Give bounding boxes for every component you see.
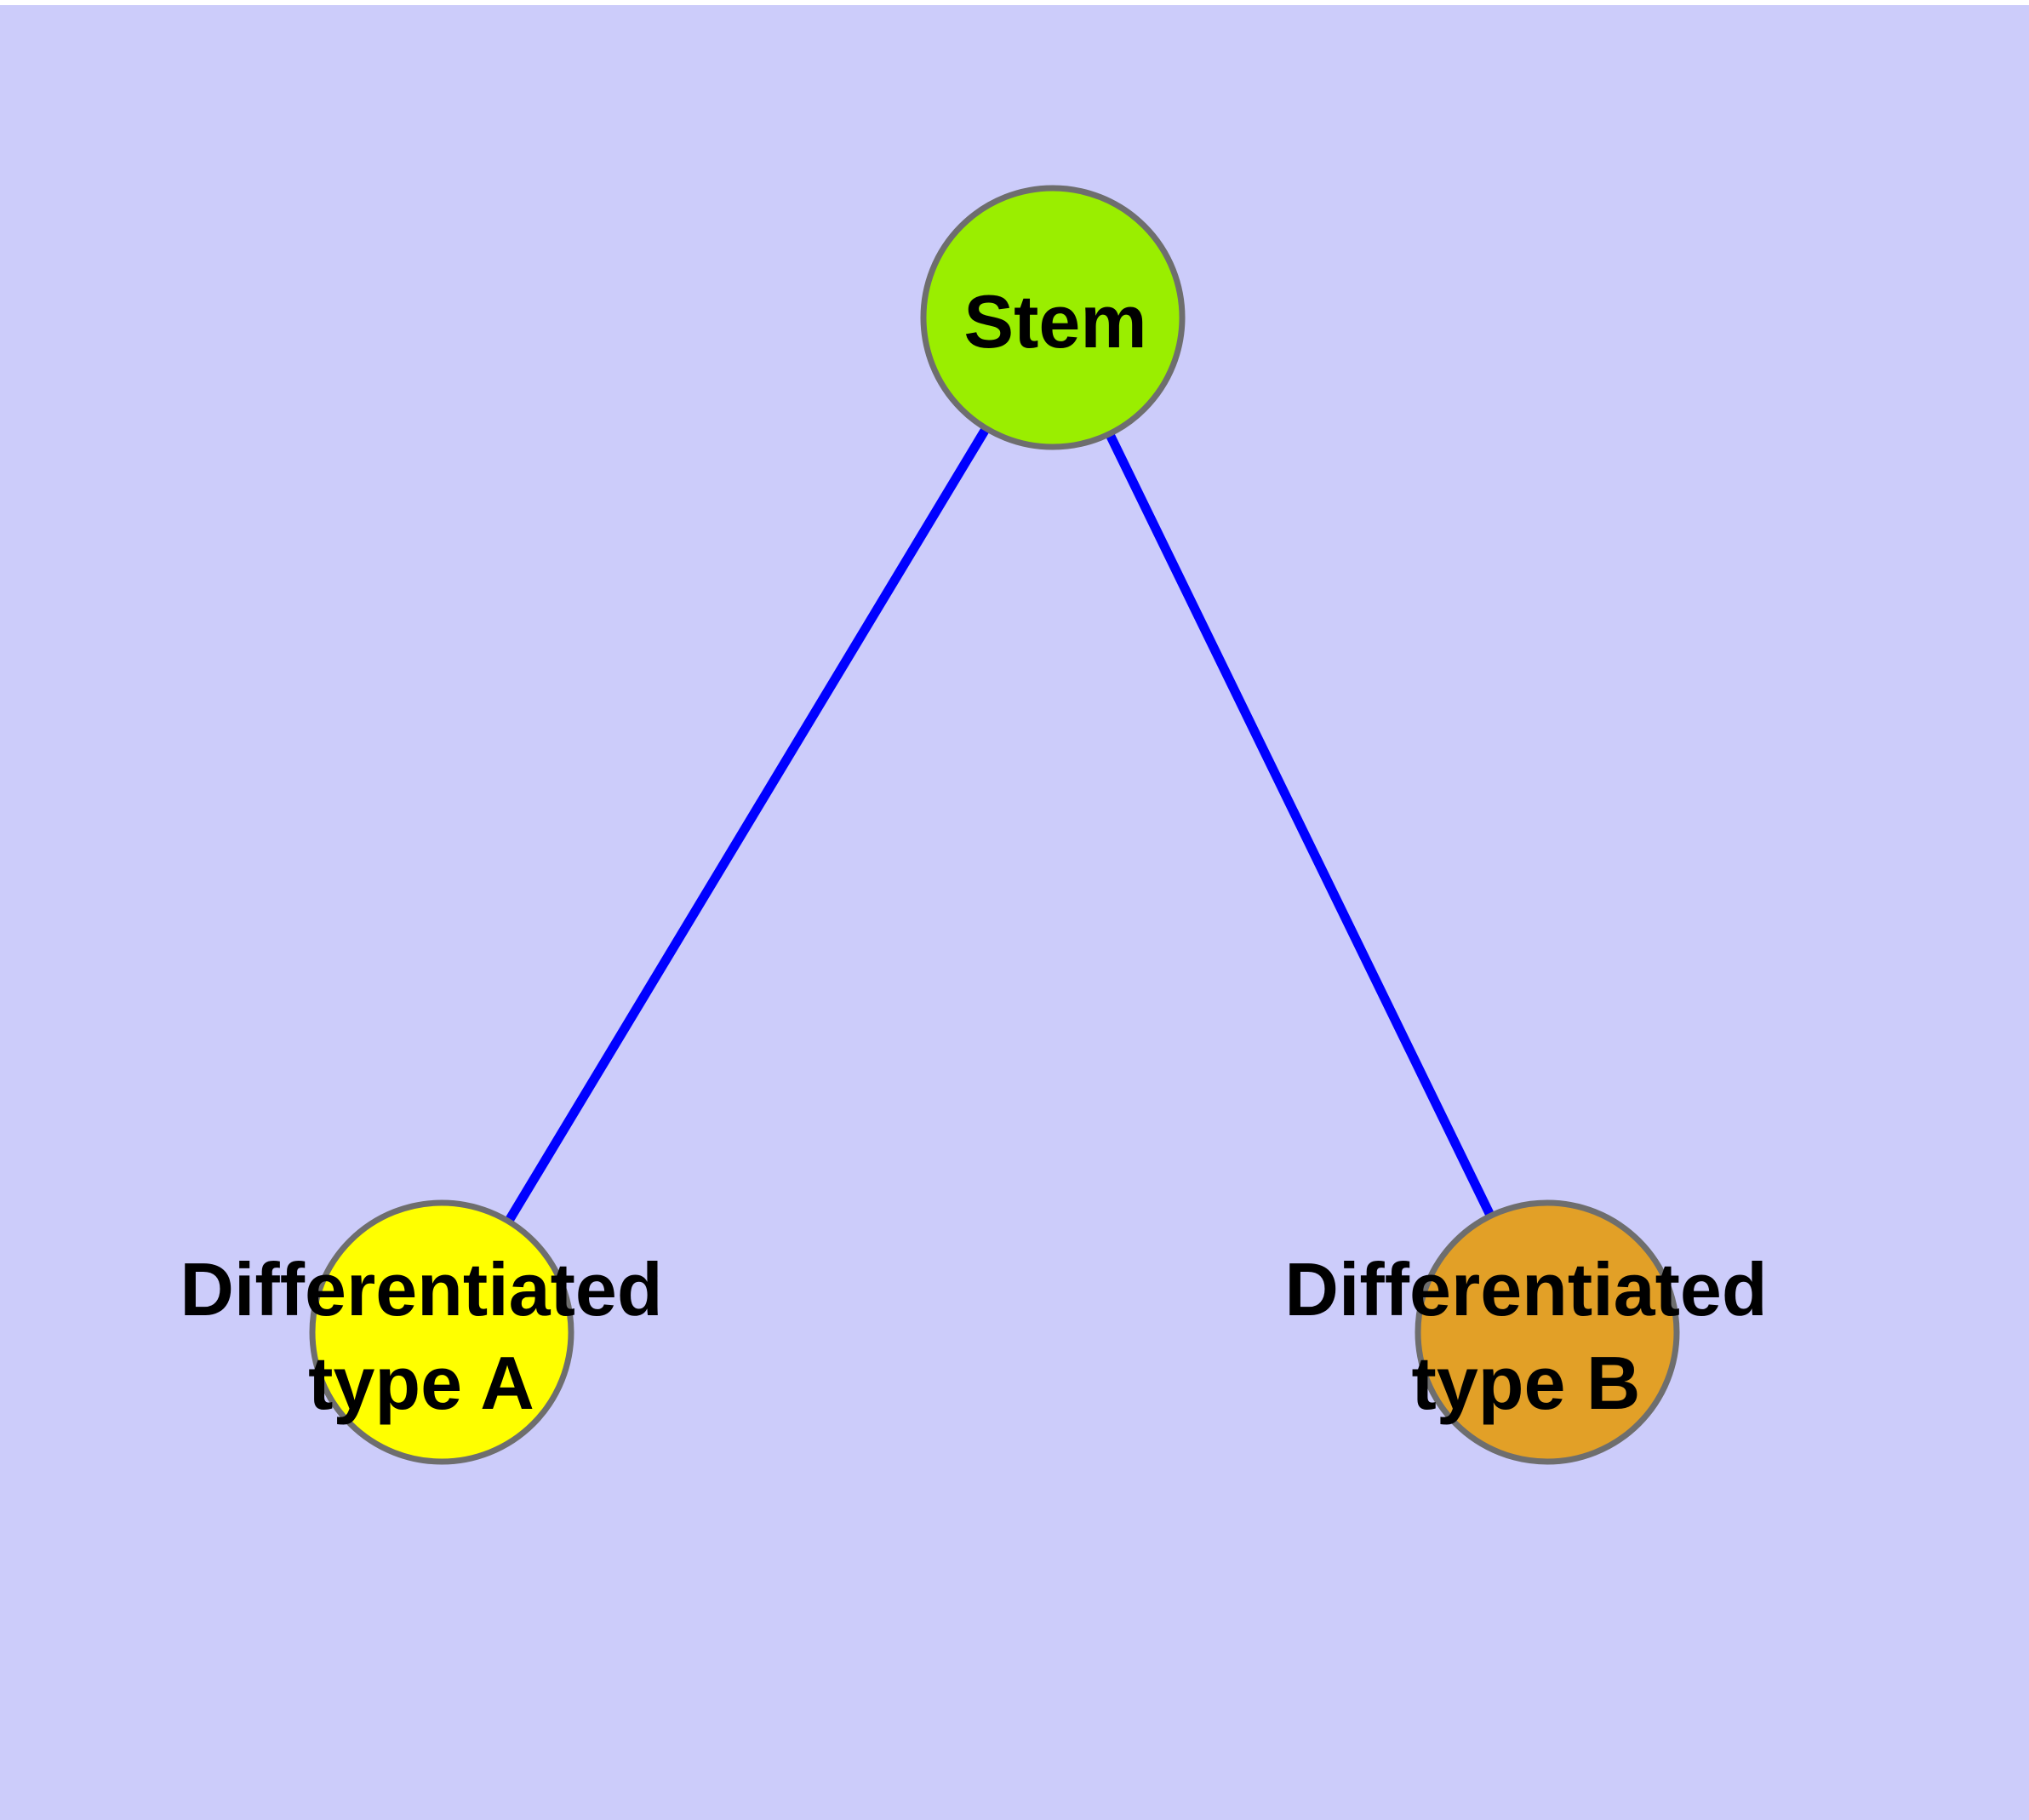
node-stem-circle[interactable]	[920, 185, 1186, 450]
label-layer: Stem Differentiated type A Differentiate…	[180, 279, 1767, 1425]
edge-layer	[504, 426, 1495, 1224]
node-type-b-label-line2: type B	[1412, 1341, 1641, 1425]
node-stem-label: Stem	[963, 279, 1146, 363]
edge-stem-to-type-a[interactable]	[504, 426, 991, 1224]
node-type-b-label-line1: Differentiated	[1284, 1247, 1767, 1331]
node-layer	[309, 185, 1680, 1465]
node-type-a-label-line1: Differentiated	[180, 1247, 662, 1331]
node-type-a-circle[interactable]	[309, 1199, 574, 1465]
node-differentiated-type-a[interactable]	[309, 1199, 574, 1465]
node-type-b-circle[interactable]	[1415, 1199, 1680, 1465]
node-stem[interactable]	[920, 185, 1186, 450]
node-differentiated-type-b[interactable]	[1415, 1199, 1680, 1465]
edge-stem-to-type-b[interactable]	[1105, 432, 1495, 1218]
node-type-a-label-line2: type A	[308, 1341, 534, 1425]
